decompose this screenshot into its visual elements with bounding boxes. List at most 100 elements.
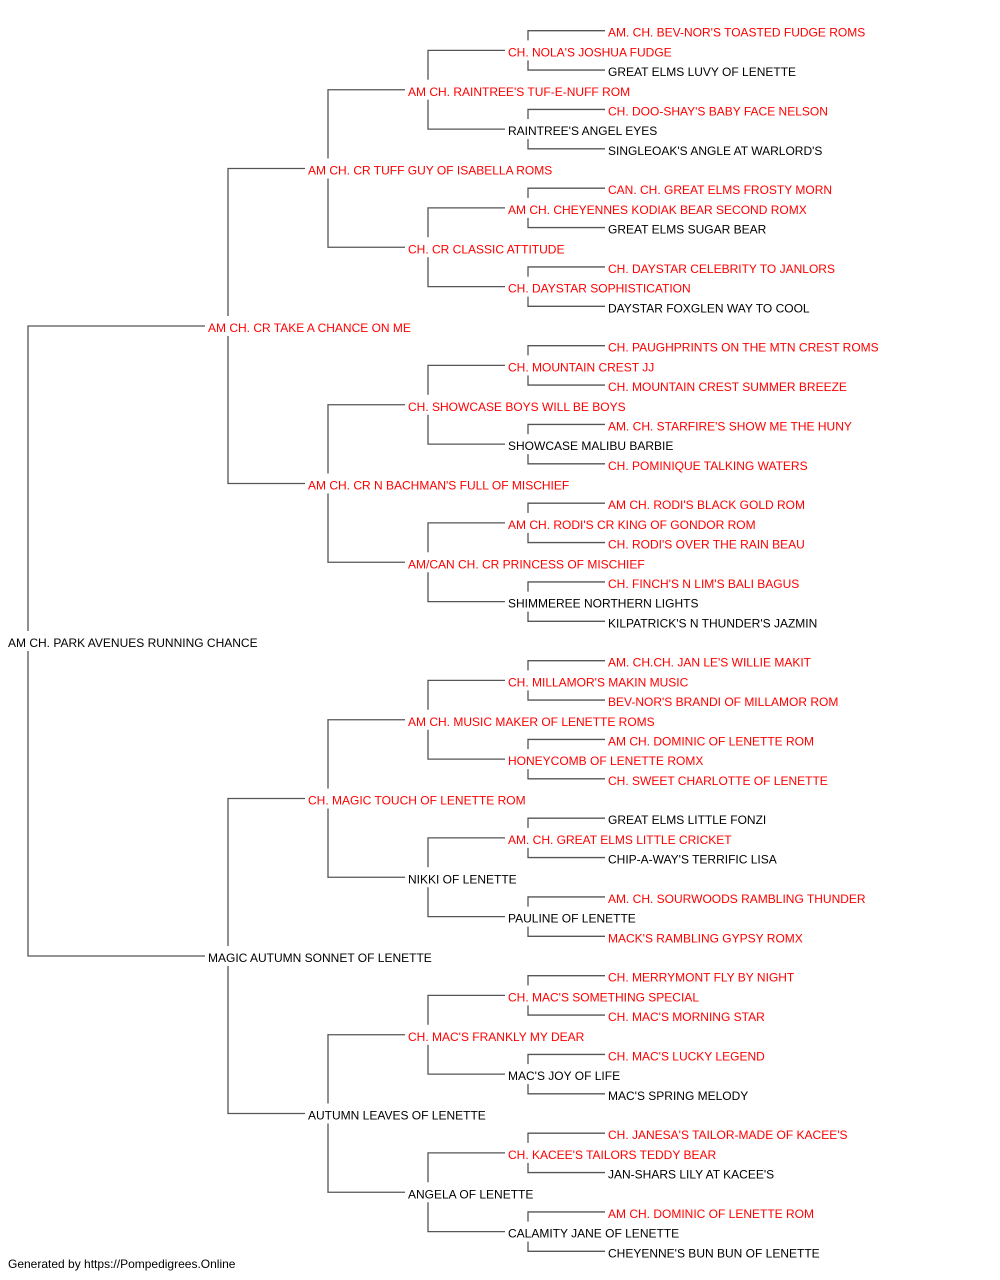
dam-connector-gen4 xyxy=(527,1241,605,1252)
dog-name-gen5-28: CH. RODI'S OVER THE RAIN BEAU xyxy=(608,538,805,552)
dam-connector-gen3 xyxy=(427,99,505,130)
dam-connector-gen4 xyxy=(527,217,605,229)
dam-connector-gen0 xyxy=(27,651,205,957)
dog-name-gen3-10: CH. CR CLASSIC ATTITUDE xyxy=(408,242,564,256)
dog-name-gen5-62: CHEYENNE'S BUN BUN OF LENETTE xyxy=(608,1246,820,1260)
dog-name-gen4-4: CH. NOLA'S JOSHUA FUDGE xyxy=(508,45,672,59)
dog-name-gen1-1: AM CH. CR TAKE A CHANCE ON ME xyxy=(208,321,411,335)
sire-connector-gen4 xyxy=(527,345,605,356)
dog-name-gen5-23: AM. CH. STARFIRE'S SHOW ME THE HUNY xyxy=(608,419,852,433)
dog-name-gen3-41: NIKKI OF LENETTE xyxy=(408,872,517,886)
dog-name-gen5-61: AM CH. DOMINIC OF LENETTE ROM xyxy=(608,1207,814,1221)
sire-connector-gen4 xyxy=(527,738,605,750)
sire-connector-gen3 xyxy=(427,994,505,1025)
dam-connector-gen2 xyxy=(327,808,405,878)
dog-name-gen3-18: CH. SHOWCASE BOYS WILL BE BOYS xyxy=(408,400,626,414)
dam-connector-gen1 xyxy=(227,336,305,485)
dog-name-gen5-36: AM. CH.CH. JAN LE'S WILLIE MAKIT xyxy=(608,656,812,670)
dog-name-gen4-11: AM CH. CHEYENNES KODIAK BEAR SECOND ROMX xyxy=(508,203,807,217)
dam-connector-gen3 xyxy=(427,257,505,288)
dog-name-gen3-56: ANGELA OF LENETTE xyxy=(408,1187,533,1201)
dog-name-gen5-54: CH. MAC'S LUCKY LEGEND xyxy=(608,1049,765,1063)
sire-connector-gen4 xyxy=(527,502,605,513)
dam-connector-gen4 xyxy=(527,139,605,150)
sire-connector-gen4 xyxy=(527,896,605,907)
sire-connector-gen2 xyxy=(327,89,405,159)
dam-connector-gen3 xyxy=(427,572,505,603)
dog-name-gen4-26: AM CH. RODI'S CR KING OF GONDOR ROM xyxy=(508,518,756,532)
sire-connector-gen3 xyxy=(427,207,505,238)
dog-name-gen5-30: CH. FINCH'S N LIM'S BALI BAGUS xyxy=(608,577,799,591)
sire-connector-gen2 xyxy=(327,404,405,474)
sire-connector-gen4 xyxy=(527,817,605,828)
dog-name-gen3-25: AM/CAN CH. CR PRINCESS OF MISCHIEF xyxy=(408,557,645,571)
dog-name-gen5-40: CH. SWEET CHARLOTTE OF LENETTE xyxy=(608,774,828,788)
dog-name-gen5-24: CH. POMINIQUE TALKING WATERS xyxy=(608,459,808,473)
dog-name-gen4-60: CALAMITY JANE OF LENETTE xyxy=(508,1227,679,1241)
dog-name-gen5-43: GREAT ELMS LITTLE FONZI xyxy=(608,813,766,827)
dog-name-gen4-45: PAULINE OF LENETTE xyxy=(508,912,636,926)
sire-connector-gen1 xyxy=(227,167,305,316)
dog-name-gen5-37: BEV-NOR'S BRANDI OF MILLAMOR ROM xyxy=(608,695,838,709)
dam-connector-gen4 xyxy=(527,769,605,780)
dog-name-gen5-6: GREAT ELMS LUVY OF LENETTE xyxy=(608,65,796,79)
dog-name-gen3-34: AM CH. MUSIC MAKER OF LENETTE ROMS xyxy=(408,715,655,729)
dog-name-gen3-49: CH. MAC'S FRANKLY MY DEAR xyxy=(408,1030,585,1044)
dog-name-gen5-16: DAYSTAR FOXGLEN WAY TO COOL xyxy=(608,301,810,315)
dam-connector-gen4 xyxy=(527,375,605,386)
dog-name-gen4-38: HONEYCOMB OF LENETTE ROMX xyxy=(508,754,703,768)
dog-name-gen5-8: CH. DOO-SHAY'S BABY FACE NELSON xyxy=(608,104,828,118)
dog-name-gen5-9: SINGLEOAK'S ANGLE AT WARLORD'S xyxy=(608,144,822,158)
sire-connector-gen4 xyxy=(527,108,605,120)
dog-name-gen5-15: CH. DAYSTAR CELEBRITY TO JANLORS xyxy=(608,262,835,276)
dog-name-gen5-31: KILPATRICK'S N THUNDER'S JAZMIN xyxy=(608,616,817,630)
dog-name-gen5-51: CH. MERRYMONT FLY BY NIGHT xyxy=(608,971,795,985)
sire-connector-gen4 xyxy=(527,1132,605,1143)
dog-name-gen4-29: SHIMMEREE NORTHERN LIGHTS xyxy=(508,597,698,611)
sire-connector-gen3 xyxy=(427,679,505,710)
dog-name-gen4-42: AM. CH. GREAT ELMS LITTLE CRICKET xyxy=(508,833,732,847)
dog-name-gen4-57: CH. KACEE'S TAILORS TEDDY BEAR xyxy=(508,1148,716,1162)
dog-name-gen2-2: AM CH. CR TUFF GUY OF ISABELLA ROMS xyxy=(308,164,552,178)
dam-connector-gen3 xyxy=(427,887,505,918)
sire-connector-gen4 xyxy=(527,266,605,277)
dam-connector-gen2 xyxy=(327,493,405,563)
dog-name-gen4-22: SHOWCASE MALIBU BARBIE xyxy=(508,439,673,453)
dam-connector-gen3 xyxy=(427,1044,505,1075)
dog-name-gen5-59: JAN-SHARS LILY AT KACEE'S xyxy=(608,1168,774,1182)
dam-connector-gen2 xyxy=(327,1123,405,1193)
dog-name-gen5-44: CHIP-A-WAY'S TERRIFIC LISA xyxy=(608,853,777,867)
sire-connector-gen3 xyxy=(427,49,505,80)
dam-connector-gen4 xyxy=(527,296,605,307)
sire-connector-gen4 xyxy=(527,660,605,671)
sire-connector-gen3 xyxy=(427,364,505,395)
sire-connector-gen3 xyxy=(427,1152,505,1183)
dog-name-gen4-53: MAC'S JOY OF LIFE xyxy=(508,1069,620,1083)
dam-connector-gen4 xyxy=(527,926,605,937)
dog-name-gen4-50: CH. MAC'S SOMETHING SPECIAL xyxy=(508,990,699,1004)
sire-connector-gen4 xyxy=(527,423,605,435)
dog-name-gen4-19: CH. MOUNTAIN CREST JJ xyxy=(508,360,654,374)
dog-name-gen5-58: CH. JANESA'S TAILOR-MADE OF KACEE'S xyxy=(608,1128,848,1142)
dog-name-gen5-13: GREAT ELMS SUGAR BEAR xyxy=(608,223,767,237)
dog-name-gen5-39: AM CH. DOMINIC OF LENETTE ROM xyxy=(608,734,814,748)
dog-name-gen5-46: AM. CH. SOURWOODS RAMBLING THUNDER xyxy=(608,892,866,906)
dam-connector-gen4 xyxy=(527,611,605,622)
dog-name-gen2-48: AUTUMN LEAVES OF LENETTE xyxy=(308,1109,486,1123)
dam-connector-gen4 xyxy=(527,1162,605,1174)
dam-connector-gen3 xyxy=(427,414,505,445)
sire-connector-gen2 xyxy=(327,1034,405,1104)
dog-name-gen5-20: CH. PAUGHPRINTS ON THE MTN CREST ROMS xyxy=(608,341,879,355)
dog-name-gen5-5: AM. CH. BEV-NOR'S TOASTED FUDGE ROMS xyxy=(608,26,865,40)
dog-name-gen4-35: CH. MILLAMOR'S MAKIN MUSIC xyxy=(508,675,689,689)
dog-name-gen2-33: CH. MAGIC TOUCH OF LENETTE ROM xyxy=(308,794,526,808)
dog-name-gen4-14: CH. DAYSTAR SOPHISTICATION xyxy=(508,282,691,296)
dam-connector-gen4 xyxy=(527,1084,605,1095)
dog-name-gen5-52: CH. MAC'S MORNING STAR xyxy=(608,1010,765,1024)
pedigree-connectors xyxy=(27,30,605,1252)
sire-connector-gen4 xyxy=(527,581,605,592)
dog-name-gen5-47: MACK'S RAMBLING GYPSY ROMX xyxy=(608,931,803,945)
dam-connector-gen3 xyxy=(427,1202,505,1233)
dam-connector-gen3 xyxy=(427,729,505,760)
